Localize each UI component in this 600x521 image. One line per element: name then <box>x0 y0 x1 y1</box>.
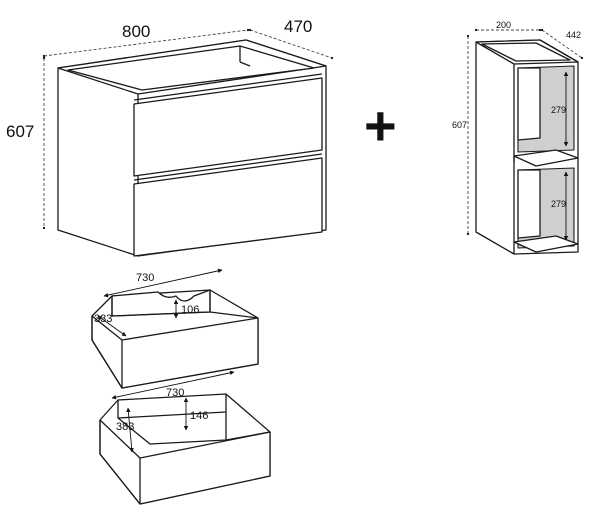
width-dimension-line <box>42 28 250 58</box>
step-height-label: 146 <box>190 410 208 422</box>
bottom-drawer-left-bottom <box>99 453 141 505</box>
lower-compartment-label: 279 <box>551 199 566 209</box>
upper-handle-groove <box>133 73 323 101</box>
bottom-drawer-width-dimension <box>111 370 235 400</box>
bottom-shelf <box>513 235 579 253</box>
lower-handle-groove <box>133 153 323 181</box>
cabinet-depth-label: 470 <box>284 17 312 36</box>
top-drawer-width-label: 730 <box>136 272 154 284</box>
upper-compartment-label: 279 <box>551 105 566 115</box>
top-drawer-depth-dimension <box>97 315 127 337</box>
vanity-cabinet: 800 470 607 <box>6 17 334 257</box>
shelf-top-inner <box>481 42 571 62</box>
cabinet-height-label: 607 <box>6 122 34 141</box>
depth-dimension-line <box>248 28 334 60</box>
plus-sign: + <box>364 94 397 157</box>
bottom-drawer-right-top <box>225 431 271 441</box>
back-notch <box>239 61 251 67</box>
bottom-drawer-step <box>117 412 227 445</box>
lower-compartment-side <box>517 169 541 239</box>
side-shelf-unit: 200 442 607 279 279 <box>452 20 584 255</box>
upper-drawer-front <box>133 77 323 177</box>
shelf-width-label: 200 <box>496 20 511 30</box>
bottom-drawer: 730 383 146 <box>99 370 271 505</box>
top-drawer-right-top <box>209 311 259 319</box>
bottom-drawer-depth-label: 383 <box>116 421 134 433</box>
cutout-depth-label: 106 <box>181 304 199 316</box>
bottom-drawer-inner-back <box>117 394 227 419</box>
bottom-drawer-depth-dimension <box>126 407 134 453</box>
upper-compartment-side <box>517 67 541 141</box>
top-drawer-back-cutout <box>111 289 211 317</box>
top-drawer-width-dimension <box>103 268 223 298</box>
top-drawer-inner-back <box>111 290 211 317</box>
cabinet-width-label: 800 <box>122 22 150 41</box>
shelf-depth-dimension <box>540 28 584 60</box>
shelf-depth-label: 442 <box>566 30 581 40</box>
lower-drawer-front <box>133 157 323 257</box>
cabinet-top-opening <box>67 45 315 91</box>
middle-shelf <box>513 149 579 167</box>
shelf-height-label: 607 <box>452 120 467 130</box>
top-drawer-depth-label: 333 <box>94 313 112 325</box>
bottom-drawer-front <box>139 431 271 505</box>
top-drawer: 730 333 106 <box>91 268 259 389</box>
